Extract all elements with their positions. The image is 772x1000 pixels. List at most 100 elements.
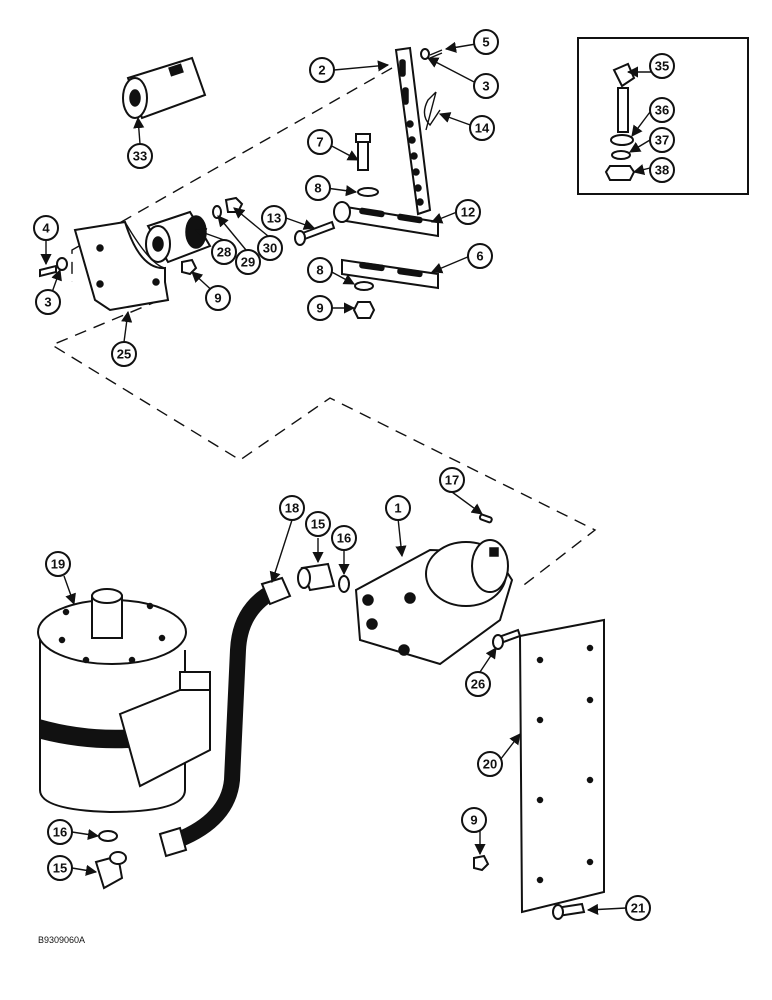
hydraulic-hose-part xyxy=(158,576,292,858)
callout-14[interactable]: 14 xyxy=(469,115,495,141)
callout-1[interactable]: 1 xyxy=(385,495,411,521)
svg-text:3: 3 xyxy=(482,79,489,94)
svg-text:29: 29 xyxy=(241,255,255,270)
svg-text:2: 2 xyxy=(318,63,325,78)
svg-text:20: 20 xyxy=(483,757,497,772)
svg-text:9: 9 xyxy=(316,301,323,316)
bolt-part xyxy=(355,133,371,171)
callout-25[interactable]: 25 xyxy=(111,341,137,367)
callout-15[interactable]: 15 xyxy=(47,855,73,881)
svg-text:38: 38 xyxy=(655,163,669,178)
washer-part xyxy=(212,205,222,219)
callout-21[interactable]: 21 xyxy=(625,895,651,921)
callout-20[interactable]: 20 xyxy=(477,751,503,777)
svg-text:12: 12 xyxy=(461,205,475,220)
washer-part xyxy=(610,134,634,146)
svg-text:28: 28 xyxy=(217,245,231,260)
mounting-plate-part xyxy=(518,618,605,914)
strap-part xyxy=(333,201,439,238)
svg-text:9: 9 xyxy=(214,291,221,306)
bolt-part xyxy=(552,902,586,920)
inset-box xyxy=(577,37,749,195)
callout-6[interactable]: 6 xyxy=(467,243,493,269)
callout-15[interactable]: 15 xyxy=(305,511,331,537)
callout-8[interactable]: 8 xyxy=(307,257,333,283)
nut-part xyxy=(224,196,244,213)
svg-text:15: 15 xyxy=(311,517,325,532)
callout-13[interactable]: 13 xyxy=(261,205,287,231)
callout-3[interactable]: 3 xyxy=(473,73,499,99)
svg-text:26: 26 xyxy=(471,677,485,692)
svg-text:6: 6 xyxy=(476,249,483,264)
callout-36[interactable]: 36 xyxy=(649,97,675,123)
svg-text:14: 14 xyxy=(475,121,490,136)
elbow-fitting-part xyxy=(297,562,336,592)
svg-text:37: 37 xyxy=(655,133,669,148)
callout-19[interactable]: 19 xyxy=(45,551,71,577)
washer-part xyxy=(56,257,68,271)
nut-part xyxy=(352,301,376,319)
key-part xyxy=(478,513,493,524)
assembly-outline-bracket xyxy=(50,299,597,589)
svg-text:5: 5 xyxy=(482,35,489,50)
callout-12[interactable]: 12 xyxy=(455,199,481,225)
callout-35[interactable]: 35 xyxy=(649,53,675,79)
hydraulic-pump-part xyxy=(354,539,514,666)
svg-text:7: 7 xyxy=(316,135,323,150)
leader-lines xyxy=(40,41,652,916)
coupler-part xyxy=(122,56,207,120)
callout-17[interactable]: 17 xyxy=(439,467,465,493)
callout-37[interactable]: 37 xyxy=(649,127,675,153)
svg-text:16: 16 xyxy=(337,531,351,546)
pin-part xyxy=(294,220,336,246)
svg-text:8: 8 xyxy=(314,181,321,196)
nut-part xyxy=(181,258,198,276)
washer-part xyxy=(357,187,379,197)
callout-5[interactable]: 5 xyxy=(473,29,499,55)
svg-text:1: 1 xyxy=(394,501,401,516)
cotter-pin-part xyxy=(429,49,443,59)
callout-7[interactable]: 7 xyxy=(307,129,333,155)
washer-part xyxy=(420,48,430,60)
svg-text:19: 19 xyxy=(51,557,65,572)
callout-30[interactable]: 30 xyxy=(257,235,283,261)
bolt-part xyxy=(39,264,57,278)
callout-16[interactable]: 16 xyxy=(331,525,357,551)
svg-text:3: 3 xyxy=(44,295,51,310)
elbow-fitting-part xyxy=(94,851,127,890)
svg-text:33: 33 xyxy=(133,149,147,164)
callout-9[interactable]: 9 xyxy=(307,295,333,321)
callout-18[interactable]: 18 xyxy=(279,495,305,521)
callout-26[interactable]: 26 xyxy=(465,671,491,697)
callout-4[interactable]: 4 xyxy=(33,215,59,241)
callout-3[interactable]: 3 xyxy=(35,289,61,315)
svg-text:25: 25 xyxy=(117,347,131,362)
svg-text:18: 18 xyxy=(285,501,299,516)
nut-part xyxy=(604,165,636,181)
washer-part xyxy=(98,830,118,842)
svg-text:9: 9 xyxy=(470,813,477,828)
motor-part xyxy=(145,210,212,264)
svg-text:15: 15 xyxy=(53,861,67,876)
svg-text:8: 8 xyxy=(316,263,323,278)
callout-2[interactable]: 2 xyxy=(309,57,335,83)
callout-16[interactable]: 16 xyxy=(47,819,73,845)
callout-29[interactable]: 29 xyxy=(235,249,261,275)
hairpin-part xyxy=(423,91,441,131)
svg-text:4: 4 xyxy=(42,221,50,236)
callout-28[interactable]: 28 xyxy=(211,239,237,265)
callout-8[interactable]: 8 xyxy=(305,175,331,201)
callout-9[interactable]: 9 xyxy=(205,285,231,311)
image-code: B9309060A xyxy=(38,935,85,945)
svg-text:16: 16 xyxy=(53,825,67,840)
washer-part xyxy=(354,281,374,291)
callout-group: 1 2 3 3 4 5 6 7 8 8 9 9 9 12 13 14 15 15… xyxy=(33,29,675,921)
callout-38[interactable]: 38 xyxy=(649,157,675,183)
svg-text:17: 17 xyxy=(445,473,459,488)
lock-washer-part xyxy=(611,150,631,160)
svg-text:21: 21 xyxy=(631,901,645,916)
callout-33[interactable]: 33 xyxy=(127,143,153,169)
nut-part xyxy=(473,854,490,872)
seal-ring-part xyxy=(338,575,350,593)
callout-9[interactable]: 9 xyxy=(461,807,487,833)
